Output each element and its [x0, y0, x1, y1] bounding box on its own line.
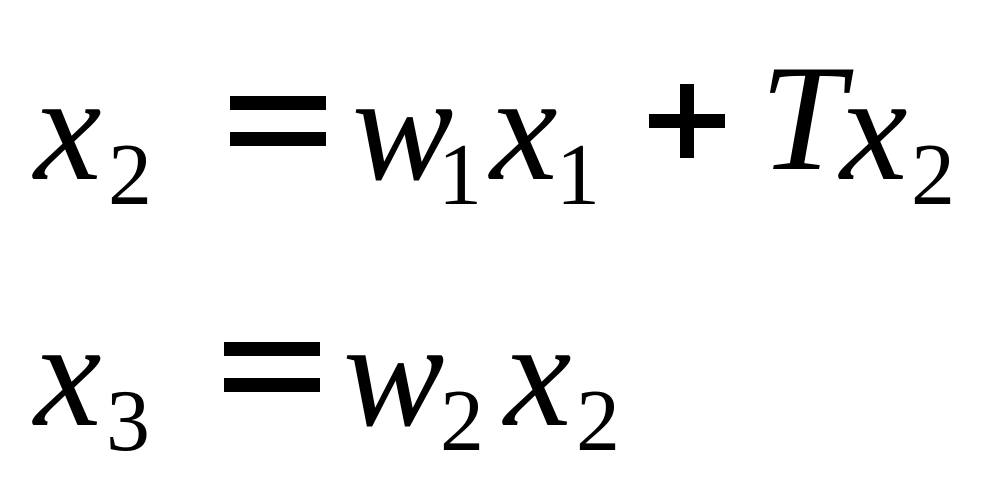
eq2-lhs-var: x — [34, 290, 102, 458]
eq1-rhs-term2-subscript: 1 — [556, 127, 600, 224]
eq2-equals-sign-bottom — [224, 378, 320, 392]
eq1-rhs-term4-var: x — [840, 44, 908, 212]
eq2-equals-sign-top — [224, 342, 320, 356]
eq2-rhs-term1-subscript: 2 — [440, 373, 484, 470]
eq1-equals-sign-bottom — [230, 132, 326, 146]
eq1-rhs-term4-subscript: 2 — [911, 127, 955, 224]
eq1-plus-sign-vertical — [680, 84, 694, 158]
eq1-rhs-term1-subscript: 1 — [438, 127, 482, 224]
eq1-lhs-subscript: 2 — [108, 127, 152, 224]
eq2-rhs-term2-subscript: 2 — [576, 373, 620, 470]
eq1-equals-sign-top — [230, 96, 326, 110]
eq1-lhs-var: x — [34, 44, 102, 212]
eq2-rhs-term2-var: x — [504, 290, 572, 458]
eq2-rhs-term1-var: w — [343, 290, 445, 458]
eq1-rhs-term3-var: T — [760, 34, 845, 202]
eq1-rhs-term2-var: x — [490, 44, 558, 212]
eq2-lhs-subscript: 3 — [106, 373, 150, 470]
eq1-rhs-term1-var: w — [352, 44, 454, 212]
